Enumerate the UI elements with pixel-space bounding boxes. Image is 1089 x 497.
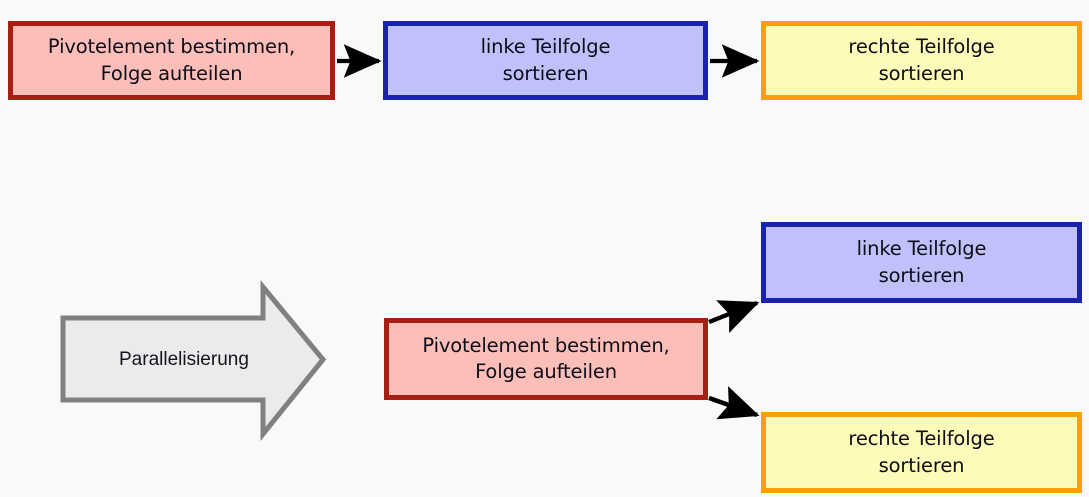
connector-par-pivot-to-left	[708, 300, 760, 333]
node-parallel-right-sort: rechte Teilfolge sortieren	[761, 412, 1082, 493]
node-parallel-left-sort: linke Teilfolge sortieren	[761, 222, 1082, 303]
node-sequential-pivot: Pivotelement bestimmen, Folge aufteilen	[8, 21, 335, 100]
node-parallel-pivot: Pivotelement bestimmen, Folge aufteilen	[384, 318, 708, 400]
block-arrow-label: Parallelisierung	[119, 349, 249, 370]
node-sequential-right-sort: rechte Teilfolge sortieren	[761, 21, 1082, 100]
connector-par-pivot-to-right	[708, 386, 760, 420]
node-sequential-left-sort: linke Teilfolge sortieren	[383, 21, 708, 100]
